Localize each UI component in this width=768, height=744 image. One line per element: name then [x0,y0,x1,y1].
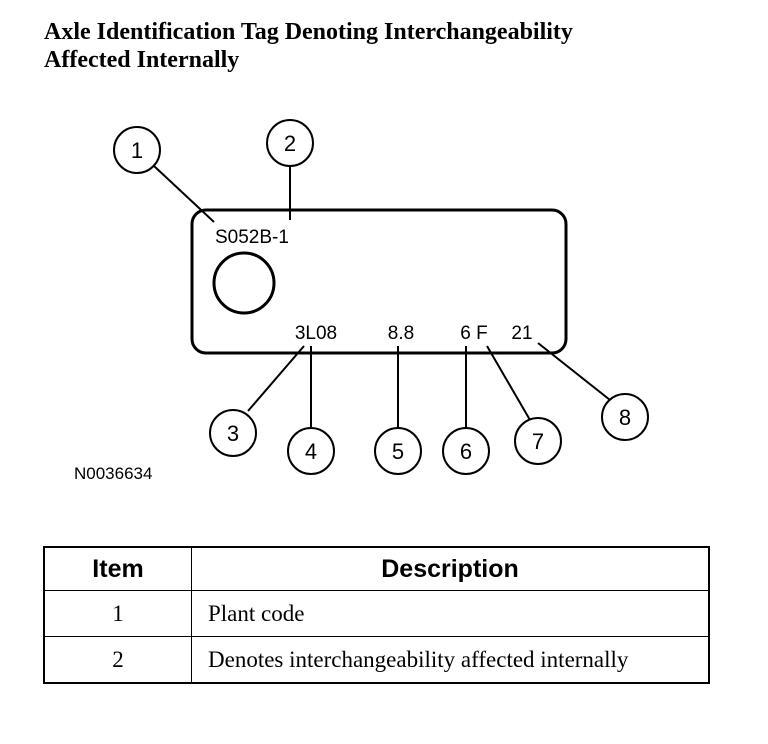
title-line-1: Axle Identification Tag Denoting Interch… [44,19,573,45]
leader-lines [153,165,611,428]
title-line-2: Affected Internally [44,47,240,73]
cell-item: 1 [43,590,192,637]
tag-field-3: 6 F [460,323,487,344]
figure-id: N0036634 [74,464,153,483]
table-row: 2 Denotes interchangeability affected in… [43,636,710,684]
tag-field-4: 21 [511,323,532,344]
cell-item: 2 [43,636,192,684]
tag-code: S052B-1 [215,227,289,248]
callout-number-6: 6 [460,439,472,464]
leader-8 [537,342,611,401]
leader-1 [153,165,215,223]
page-title: Axle Identification Tag Denoting Interch… [44,18,744,74]
callout-circle-7 [514,417,562,465]
tag-field-2: 8.8 [388,323,414,344]
callout-circle-2 [266,119,314,167]
callout-circle-5 [374,427,422,475]
header-description: Description [191,546,710,591]
callout-circle-4 [287,427,335,475]
cell-description: Plant code [191,590,710,637]
tag-outline [190,208,568,355]
item-table: Item Description 1 Plant code 2 Denotes … [43,546,710,684]
callout-number-4: 4 [305,439,317,464]
callout-circle-6 [442,427,490,475]
callout-number-1: 1 [131,138,143,163]
callout-number-2: 2 [284,131,296,156]
table-header-row: Item Description [43,546,710,591]
callout-circle-8 [601,393,649,441]
callout-number-3: 3 [227,421,239,446]
callout-number-5: 5 [392,439,404,464]
tag-field-1: 3L08 [295,323,337,344]
leader-3 [247,345,305,412]
cell-description: Denotes interchangeability affected inte… [191,636,710,684]
callout-circle-3 [209,409,257,457]
callout-circle-1 [113,126,161,174]
header-item: Item [43,546,192,591]
tag-hole [212,251,276,315]
callout-number-7: 7 [532,429,544,454]
table-row: 1 Plant code [43,590,710,637]
callout-number-8: 8 [619,405,631,430]
leader-7 [486,345,531,421]
